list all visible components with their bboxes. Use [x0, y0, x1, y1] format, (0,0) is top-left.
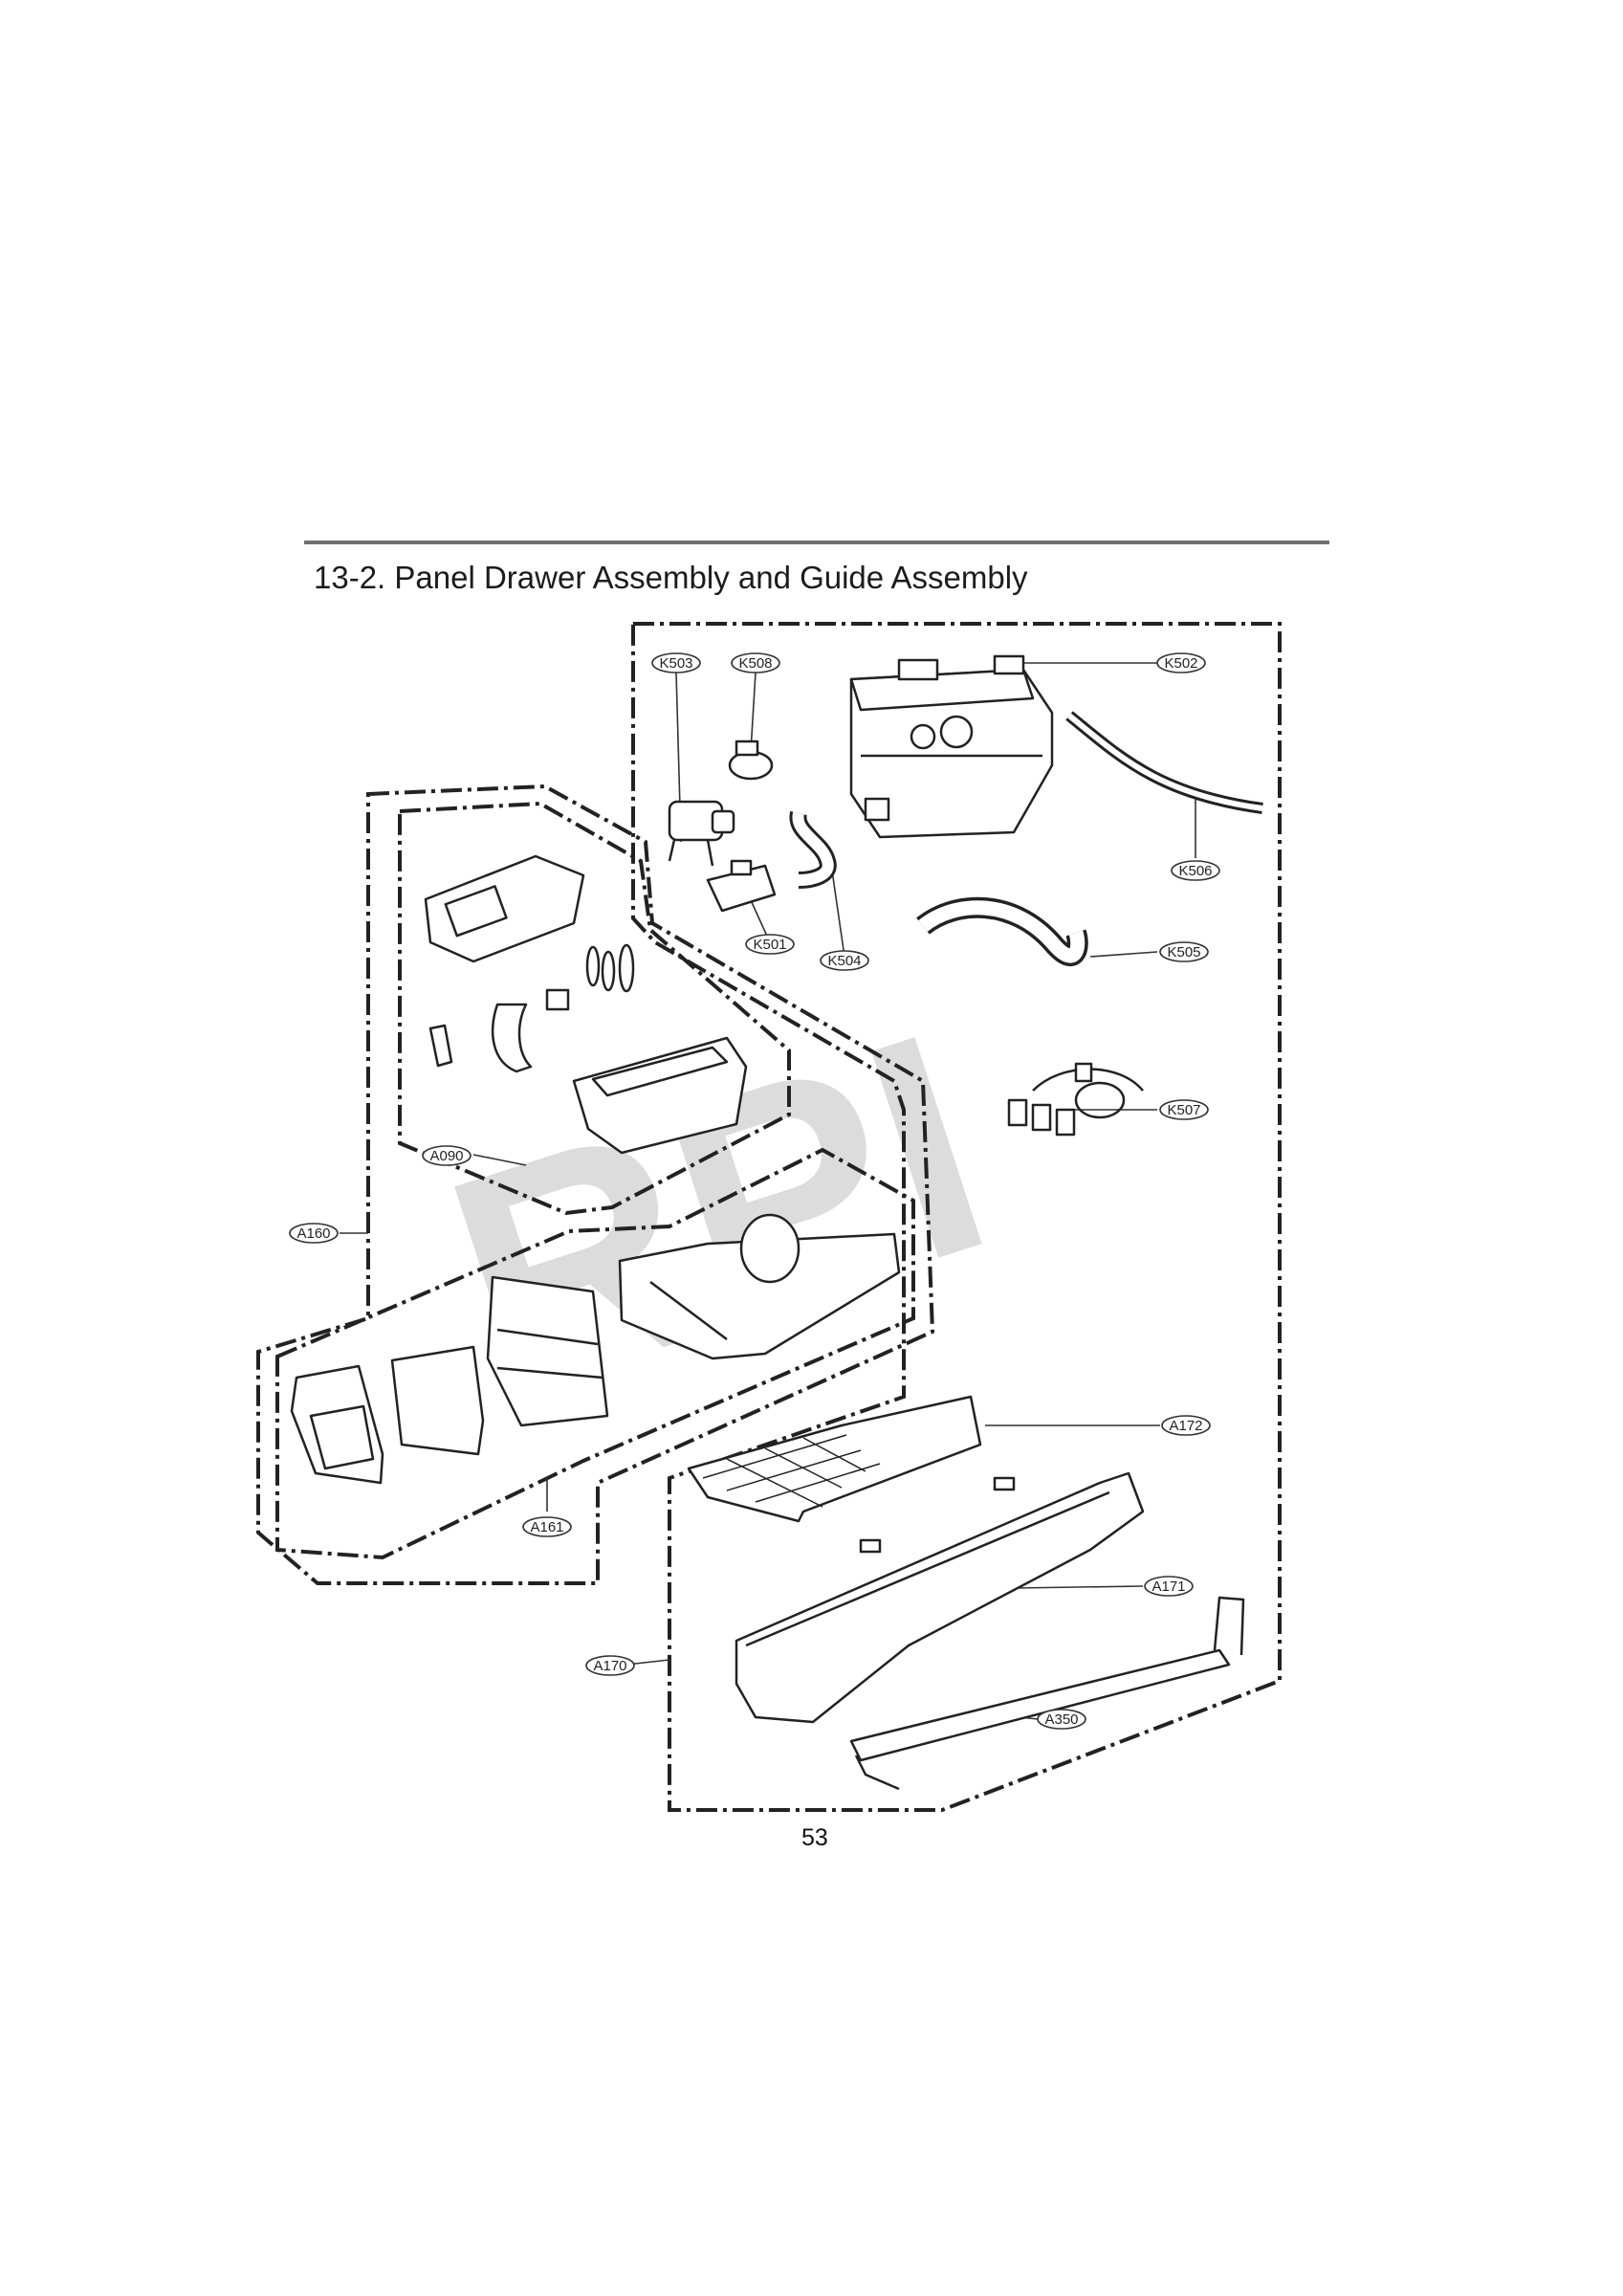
- part-a171-guide: [735, 1471, 1145, 1724]
- callout-a161: [522, 1516, 572, 1537]
- part-a350-rail: [849, 1596, 1245, 1791]
- callout-label-a171: A171: [1151, 1578, 1185, 1595]
- callout-label-k502: K502: [1164, 655, 1197, 672]
- callout-k502: [1156, 652, 1206, 673]
- callout-k501: [745, 934, 795, 955]
- callout-k505: [1159, 941, 1209, 962]
- boundary-a161: [275, 1147, 915, 1560]
- leader-a090: [472, 1154, 527, 1166]
- callout-k507: [1159, 1099, 1209, 1120]
- boundary-k-group: [631, 622, 1282, 1812]
- callout-label-a170: A170: [593, 1658, 626, 1674]
- callout-label-a172: A172: [1169, 1418, 1202, 1434]
- callout-label-k503: K503: [659, 655, 692, 672]
- callout-label-k508: K508: [738, 655, 772, 672]
- callout-label-a090: A090: [429, 1148, 463, 1164]
- callout-a160: [289, 1223, 339, 1244]
- callout-label-k506: K506: [1178, 863, 1212, 879]
- section-title: 13-2. Panel Drawer Assembly and Guide As…: [314, 560, 1028, 595]
- callout-label-k505: K505: [1167, 944, 1200, 960]
- part-k503-valve: [668, 800, 735, 867]
- header-rule: [304, 541, 1329, 544]
- boundary-a090: [398, 801, 791, 1216]
- part-a161-drawer: [290, 1213, 901, 1485]
- callout-k504: [820, 950, 869, 971]
- callout-label-k501: K501: [753, 937, 786, 953]
- part-k501-bracket: [706, 859, 777, 913]
- callout-a350: [1037, 1709, 1086, 1730]
- callout-a090: [422, 1145, 472, 1166]
- callout-k508: [731, 652, 780, 673]
- callout-k503: [651, 652, 701, 673]
- boundary-a160: [256, 784, 935, 1585]
- callout-a170: [585, 1655, 635, 1676]
- leader-a171: [1013, 1585, 1144, 1589]
- part-k506-hose: [1065, 711, 1263, 814]
- page-number: 53: [801, 1824, 828, 1851]
- part-k508-clamp: [728, 740, 774, 781]
- callout-label-a350: A350: [1044, 1711, 1078, 1728]
- callout-a172: [1161, 1415, 1211, 1436]
- callout-label-a161: A161: [530, 1519, 563, 1535]
- part-a090-components: [424, 854, 748, 1155]
- leader-k504: [831, 870, 845, 958]
- callout-a171: [1144, 1576, 1194, 1597]
- part-k502-housing: [849, 654, 1054, 839]
- part-a172-grille: [687, 1395, 982, 1523]
- callout-k506: [1171, 860, 1220, 881]
- callout-label-a160: A160: [296, 1225, 330, 1242]
- callout-label-k507: K507: [1167, 1102, 1200, 1118]
- part-k507-harness: [1007, 1062, 1144, 1137]
- callout-label-k504: K504: [827, 953, 861, 969]
- leader-k508: [750, 672, 757, 752]
- leader-k505: [1089, 951, 1158, 958]
